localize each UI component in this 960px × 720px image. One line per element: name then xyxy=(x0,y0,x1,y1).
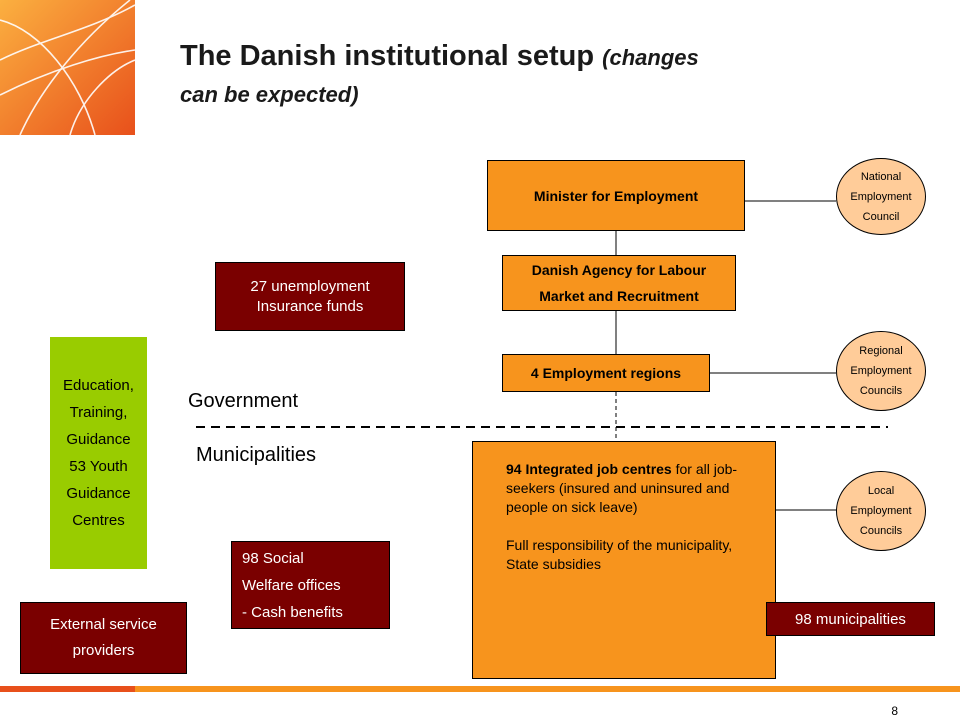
logo-icon xyxy=(0,0,135,135)
title-sub-part2: can be expected) xyxy=(180,82,359,107)
local-council-label: Local Employment Councils xyxy=(850,485,912,537)
employment-regions-label: 4 Employment regions xyxy=(530,365,682,381)
regional-council-ellipse: Regional Employment Councils xyxy=(836,331,926,411)
minister-label: Minister for Employment xyxy=(533,187,699,204)
unemployment-funds-label: 27 unemployment Insurance funds xyxy=(250,277,370,315)
employment-regions-box: 4 Employment regions xyxy=(502,354,710,392)
education-box: Education, Training, Guidance 53 Youth G… xyxy=(50,337,147,569)
local-council-ellipse: Local Employment Councils xyxy=(836,471,926,551)
national-council-ellipse: National Employment Council xyxy=(836,158,926,235)
job-centres-responsibility: Full responsibility of the municipality,… xyxy=(506,537,733,572)
agency-box: Danish Agency for Labour Market and Recr… xyxy=(502,255,736,311)
minister-box: Minister for Employment xyxy=(487,160,745,231)
title-sub-part1: (changes xyxy=(602,45,699,70)
page-number: 8 xyxy=(891,704,898,718)
education-label: Education, Training, Guidance 53 Youth G… xyxy=(63,377,134,529)
job-centres-title: 94 Integrated job centres xyxy=(506,461,672,477)
municipalities-count-label: 98 municipalities xyxy=(795,610,906,628)
municipalities-count-box: 98 municipalities xyxy=(766,602,935,636)
footer-bar xyxy=(0,686,960,692)
page-title: The Danish institutional setup (changes xyxy=(180,40,880,73)
external-providers-box: External service providers xyxy=(20,602,187,674)
government-label: Government xyxy=(188,390,299,412)
social-welfare-label: 98 Social Welfare offices - Cash benefit… xyxy=(242,549,343,621)
municipalities-label: Municipalities xyxy=(196,444,317,466)
job-centres-text: 94 Integrated job centres for all job-se… xyxy=(506,460,755,517)
job-centres-box: 94 Integrated job centres for all job-se… xyxy=(472,441,776,679)
regional-council-label: Regional Employment Councils xyxy=(850,345,912,397)
social-welfare-box: 98 Social Welfare offices - Cash benefit… xyxy=(231,541,390,629)
job-centres-desc: for all job-seekers (insured and uninsur… xyxy=(506,461,738,515)
title-main: The Danish institutional setup xyxy=(180,40,595,72)
unemployment-funds-box: 27 unemployment Insurance funds xyxy=(215,262,405,331)
national-council-label: National Employment Council xyxy=(850,170,912,223)
agency-label: Danish Agency for Labour Market and Recr… xyxy=(531,262,707,304)
external-providers-label: External service providers xyxy=(50,616,157,659)
